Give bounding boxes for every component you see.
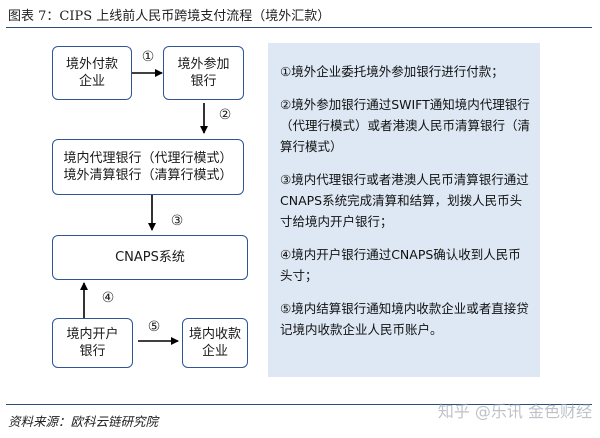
box-cnaps: CNAPS系统 — [52, 235, 248, 280]
description-step-3: ③境内代理银行或者港澳人民币清算银行通过CNAPS系统完成清算和结算，划拨人民币… — [280, 172, 529, 229]
box-overseas-bank-label: 境外参加银行 — [177, 57, 230, 89]
description-step-5: ⑤境内结算银行通知境内收款企业或者直接贷记境内收款企业人民币账户。 — [280, 301, 529, 337]
box-domestic-bank-label: 境内开户银行 — [66, 327, 119, 359]
step-label-3: ③ — [170, 213, 184, 229]
box-domestic-payee: 境内收款企业 — [182, 318, 248, 368]
box-domestic-payee-label: 境内收款企业 — [189, 327, 242, 359]
box-overseas-payer-label: 境外付款企业 — [66, 57, 119, 89]
box-domestic-agent-bank-label: 境内代理银行（代理行模式） 境外清算银行（清算行模式） — [63, 151, 233, 183]
step-label-2: ② — [218, 107, 232, 123]
box-overseas-payer: 境外付款企业 — [52, 46, 132, 100]
description-panel: ①境外企业委托境外参加银行进行付款； ②境外参加银行通过SWIFT通知境内代理银… — [268, 43, 540, 377]
description-step-2: ②境外参加银行通过SWIFT通知境内代理银行（代理行模式）或者港澳人民币清算银行… — [280, 97, 531, 154]
step-label-1: ① — [141, 49, 155, 65]
top-rule — [6, 27, 592, 28]
description-step-4: ④境内开户银行通过CNAPS确认收到人民币头寸； — [280, 247, 521, 283]
box-domestic-bank: 境内开户银行 — [52, 318, 133, 368]
box-domestic-agent-bank: 境内代理银行（代理行模式） 境外清算银行（清算行模式） — [52, 139, 244, 195]
step-label-4: ④ — [101, 290, 115, 306]
bottom-rule — [6, 404, 592, 405]
watermark: 知乎 @乐讯 金色财经 — [437, 402, 592, 421]
box-overseas-bank: 境外参加银行 — [163, 46, 244, 100]
description-step-1: ①境外企业委托境外参加银行进行付款； — [280, 64, 504, 79]
source-note: 资料来源：欧科云链研究院 — [8, 414, 159, 429]
box-cnaps-label: CNAPS系统 — [115, 250, 185, 265]
step-label-5: ⑤ — [147, 319, 161, 335]
figure-title: 图表 7：CIPS 上线前人民币跨境支付流程（境外汇款） — [8, 9, 331, 24]
